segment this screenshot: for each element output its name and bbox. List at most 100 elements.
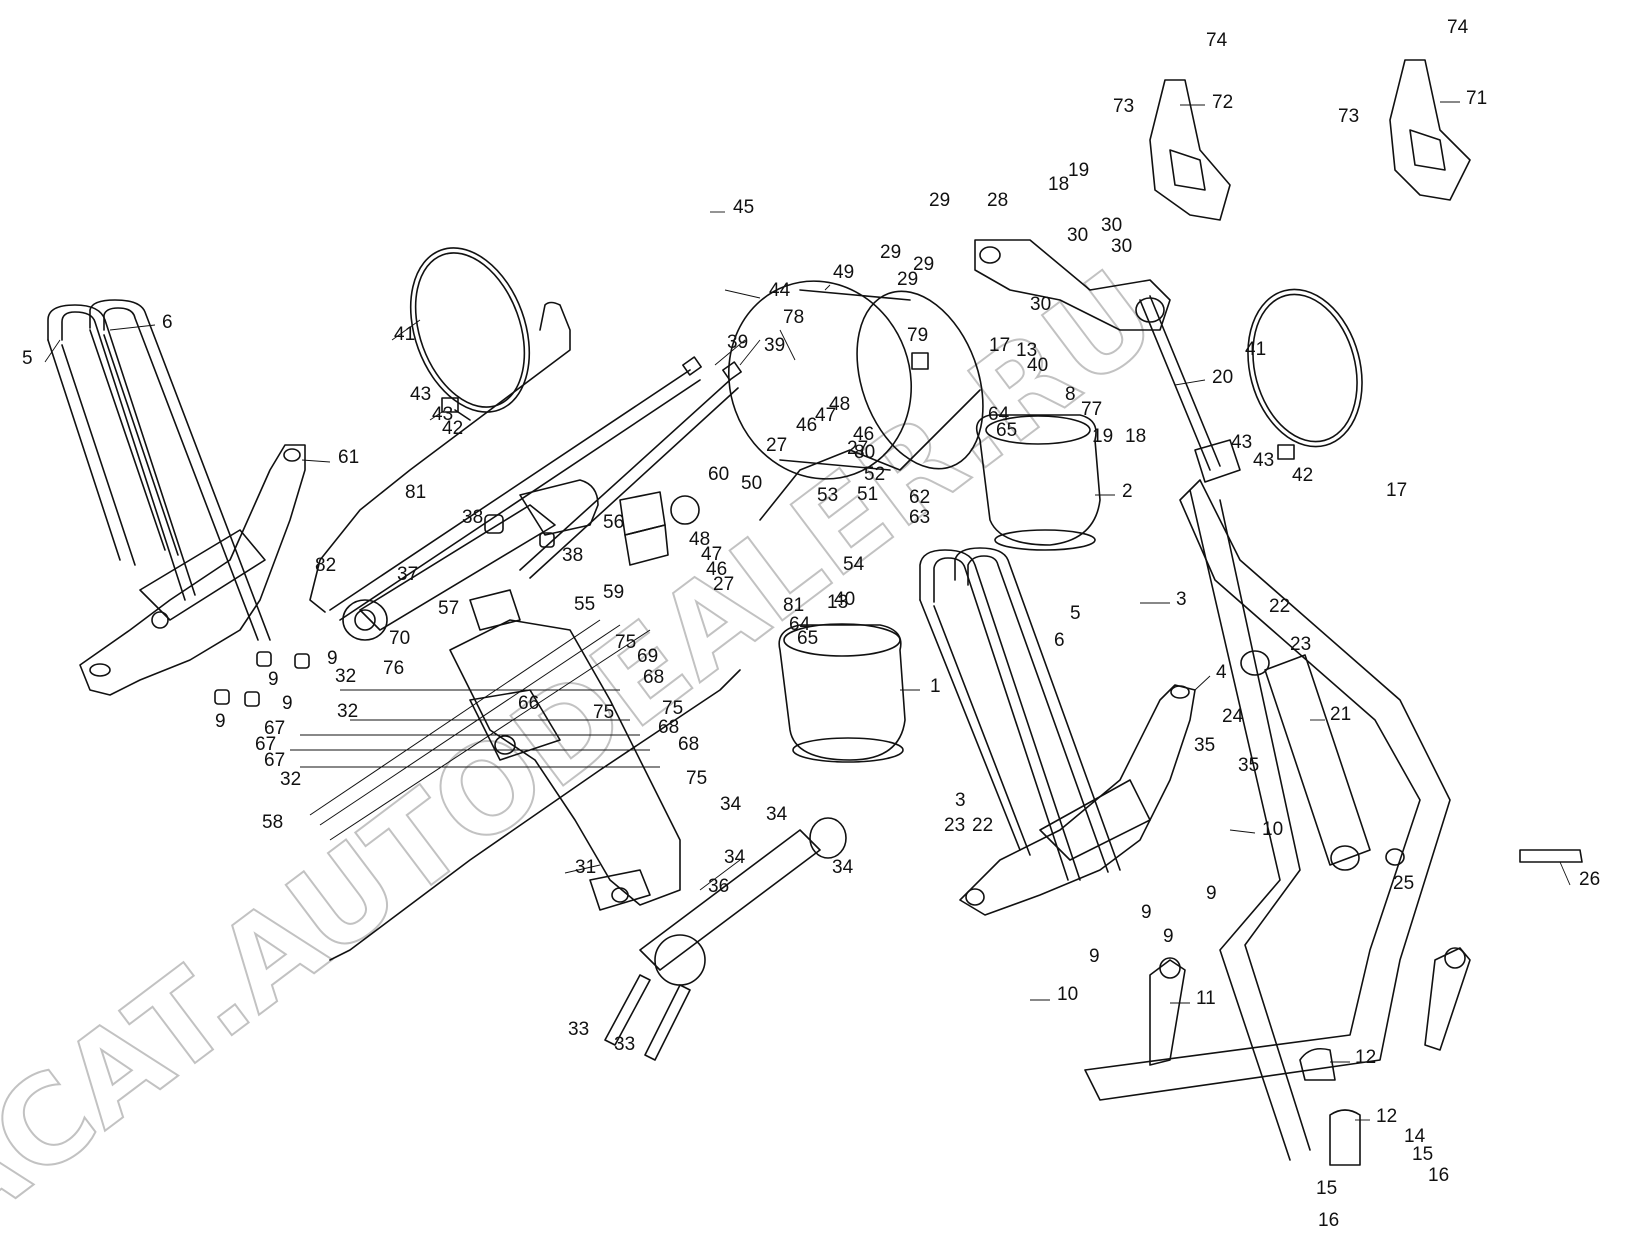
callout-c18b: 18 <box>1125 426 1146 447</box>
callout-c37: 37 <box>397 564 418 585</box>
callout-c27c: 27 <box>713 574 734 595</box>
bushing-38b <box>539 532 555 548</box>
u-bolt-right <box>919 547 1121 881</box>
callout-c70: 70 <box>389 628 410 649</box>
callout-c43d: 43 <box>1253 450 1274 471</box>
callout-c56: 56 <box>603 512 624 533</box>
callout-c5a: 5 <box>22 348 33 369</box>
callout-c61: 61 <box>338 447 359 468</box>
callout-c77: 77 <box>1081 399 1102 420</box>
callout-c23a: 23 <box>1290 634 1311 655</box>
callout-c54: 54 <box>843 554 865 575</box>
callout-c52: 52 <box>864 464 885 485</box>
callout-c29d: 29 <box>897 269 918 290</box>
callout-c62: 62 <box>909 487 930 508</box>
callout-c6a: 6 <box>162 312 173 333</box>
callout-c29b: 29 <box>880 242 901 263</box>
callout-c9a: 9 <box>327 648 338 669</box>
callout-c39b: 39 <box>764 335 785 356</box>
callout-c8: 8 <box>1065 384 1076 405</box>
air-spring-2 <box>975 414 1101 551</box>
callout-c75a: 75 <box>615 632 636 653</box>
callout-c29a: 29 <box>929 190 950 211</box>
callout-c30a: 30 <box>1101 215 1122 236</box>
callout-c15a: 15 <box>1412 1144 1433 1165</box>
callout-c46c: 46 <box>706 559 727 580</box>
callout-c10a: 10 <box>1262 819 1283 840</box>
callout-c43b: 43 <box>432 404 453 425</box>
callout-c42b: 42 <box>1292 465 1313 486</box>
callout-c40b: 40 <box>834 589 855 610</box>
callout-c29c: 29 <box>913 254 934 275</box>
callout-c67c: 67 <box>264 750 285 771</box>
callout-c22b: 22 <box>972 815 993 836</box>
callout-c68c: 68 <box>678 734 699 755</box>
callout-c21: 21 <box>1330 704 1351 725</box>
callout-c9c: 9 <box>282 693 293 714</box>
callout-c14: 14 <box>1404 1126 1426 1147</box>
callout-c31: 31 <box>575 857 596 878</box>
callout-c80: 80 <box>854 442 875 463</box>
bolt-cluster-left <box>290 619 660 841</box>
callout-c12b: 12 <box>1376 1106 1397 1127</box>
torque-rod-36 <box>604 817 847 1061</box>
air-pipe-lower <box>329 669 741 961</box>
callout-c27b: 27 <box>847 438 868 459</box>
callout-c79: 79 <box>907 325 928 346</box>
callout-c46a: 46 <box>796 415 817 436</box>
callout-c6b: 6 <box>1054 630 1065 651</box>
clamp-12 <box>1299 1047 1361 1166</box>
callout-c4: 4 <box>1216 662 1227 683</box>
callout-c10b: 10 <box>1057 984 1078 1005</box>
callout-c19a: 19 <box>1068 160 1089 181</box>
callout-c13a: 13 <box>1016 340 1037 361</box>
callout-c75c: 75 <box>593 702 614 723</box>
callout-c66: 66 <box>518 693 539 714</box>
bolt-26 <box>1385 848 1583 866</box>
callout-c60: 60 <box>708 464 729 485</box>
u-bolt-left <box>47 299 271 641</box>
callout-c34d: 34 <box>832 857 854 878</box>
callout-c1: 1 <box>930 676 941 697</box>
callout-c64a: 64 <box>988 404 1010 425</box>
callout-c67a: 67 <box>264 718 285 739</box>
callout-c27a: 27 <box>766 435 787 456</box>
callout-c24: 24 <box>1222 706 1244 727</box>
callout-c55: 55 <box>574 594 595 615</box>
callout-c35b: 35 <box>1238 755 1259 776</box>
bracket-11 <box>1149 957 1186 1066</box>
callout-c23b: 23 <box>944 815 965 836</box>
callout-c11: 11 <box>1196 988 1216 1009</box>
callout-c45: 45 <box>733 197 754 218</box>
callout-c43a: 43 <box>410 384 431 405</box>
callout-c3b: 3 <box>955 790 966 811</box>
air-spring-49 <box>727 280 984 480</box>
callout-c32b: 32 <box>337 701 358 722</box>
callout-c51: 51 <box>857 484 878 505</box>
callout-c32c: 32 <box>280 769 301 790</box>
bracket-72 <box>1149 79 1231 221</box>
air-pipe-upper <box>309 301 571 613</box>
callout-c46b: 46 <box>853 424 874 445</box>
callout-c72: 72 <box>1212 92 1233 113</box>
callout-c35a: 35 <box>1194 735 1215 756</box>
callout-c39a: 39 <box>727 332 748 353</box>
callout-c18a: 18 <box>1048 174 1069 195</box>
callout-c76: 76 <box>383 658 404 679</box>
bracket-71 <box>1389 59 1471 201</box>
callout-c65a: 65 <box>996 420 1017 441</box>
callout-c40a: 40 <box>1027 355 1048 376</box>
stabilizer-bar <box>1084 479 1451 1161</box>
callout-c53: 53 <box>817 485 838 506</box>
callout-c26: 26 <box>1579 869 1600 890</box>
callout-c74a: 74 <box>1206 30 1228 51</box>
callout-c17b: 17 <box>1386 480 1407 501</box>
callout-c69: 69 <box>637 646 658 667</box>
callout-c22a: 22 <box>1269 596 1290 617</box>
bracket-right-lower <box>1424 947 1471 1051</box>
callout-c47b: 47 <box>701 544 722 565</box>
callout-c17a: 17 <box>989 335 1010 356</box>
callout-c3a: 3 <box>1176 589 1187 610</box>
